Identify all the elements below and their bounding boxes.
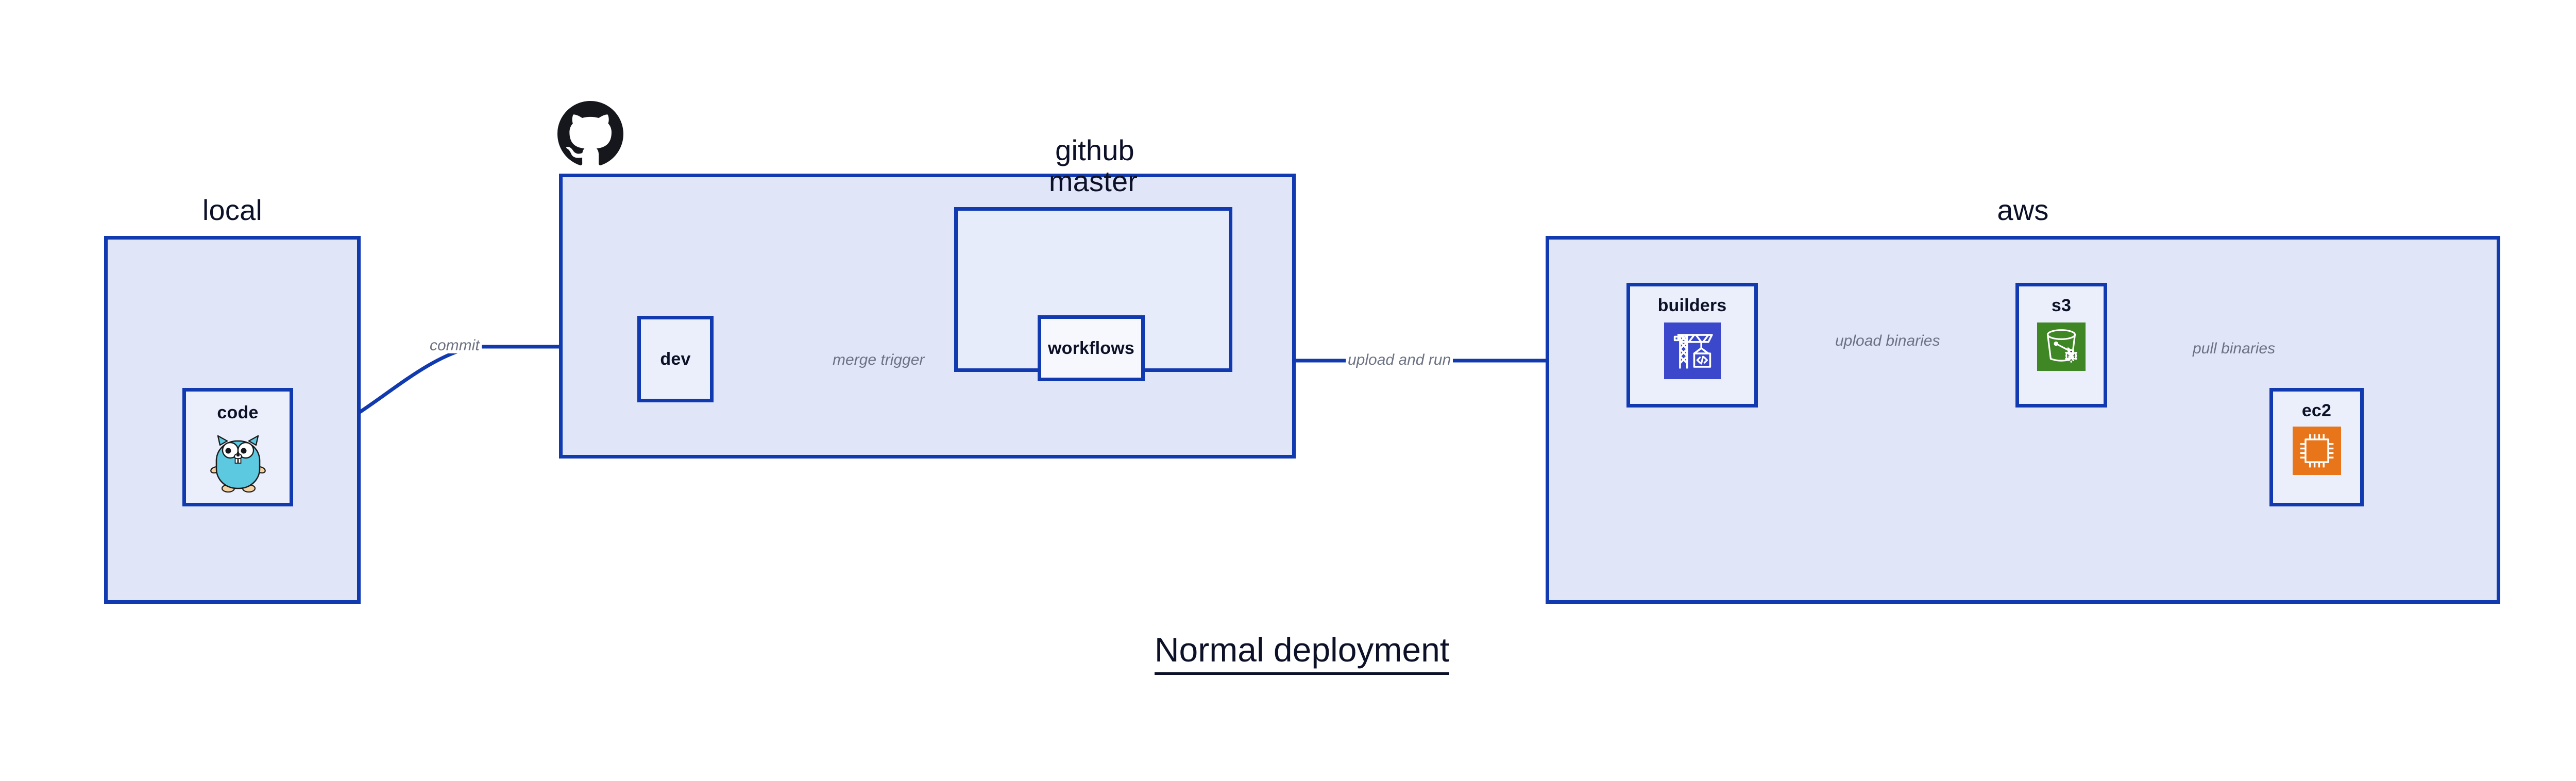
node-label-code: code <box>217 403 259 422</box>
node-code[interactable]: code <box>182 388 293 506</box>
group-local: code <box>104 236 361 604</box>
node-dev[interactable]: dev <box>637 316 714 402</box>
group-label-github: github <box>1055 134 1134 166</box>
edge-label-commit: commit <box>428 338 482 353</box>
node-builders[interactable]: builders <box>1626 283 1758 408</box>
edge-label-merge-trigger: merge trigger <box>831 352 927 368</box>
edge-label-pull-binaries: pull binaries <box>2191 341 2278 356</box>
edge-label-upload-and-run: upload and run <box>1346 352 1453 368</box>
node-ec2[interactable]: ec2 <box>2269 388 2364 506</box>
node-label-dev: dev <box>660 349 691 369</box>
group-label-local: local <box>202 194 263 226</box>
node-label-builders: builders <box>1657 296 1727 315</box>
diagram-title-text: Normal deployment <box>1154 631 1450 675</box>
node-label-s3: s3 <box>2051 296 2072 315</box>
aws-codebuild-icon <box>1664 322 1721 382</box>
edge-label-upload-binaries: upload binaries <box>1833 333 1942 349</box>
group-aws: builders <box>1546 236 2500 604</box>
aws-s3-glacier-icon <box>2037 322 2086 373</box>
node-workflows[interactable]: workflows <box>1038 315 1145 381</box>
group-github: dev master workflows <box>559 167 1296 459</box>
diagram-title: Normal deployment <box>0 631 2576 675</box>
aws-ec2-chip-icon <box>2292 427 2341 478</box>
github-octocat-icon <box>557 101 623 167</box>
group-label-aws: aws <box>1997 194 2049 226</box>
node-label-ec2: ec2 <box>2301 401 2332 420</box>
go-gopher-icon <box>210 432 266 495</box>
node-s3[interactable]: s3 <box>2015 283 2107 408</box>
subgroup-master: workflows <box>954 207 1232 381</box>
subgroup-label-master: master <box>1048 165 1138 197</box>
node-label-workflows: workflows <box>1047 338 1135 358</box>
